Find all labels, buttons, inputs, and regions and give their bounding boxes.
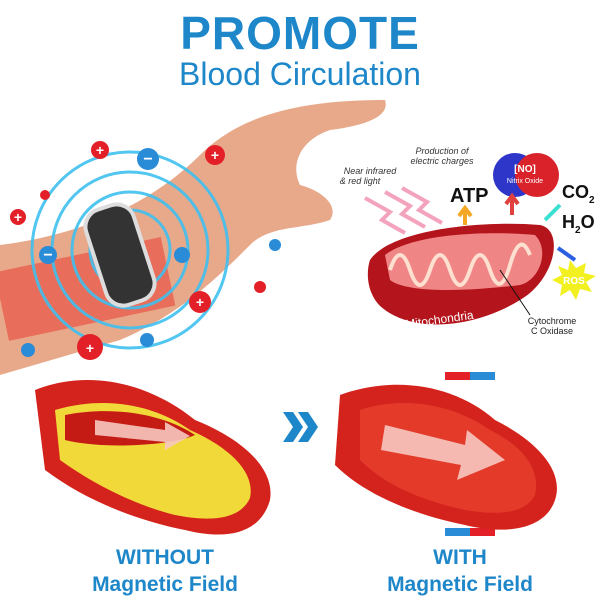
artery-without-field <box>35 380 271 535</box>
co2-label: CO <box>562 182 589 202</box>
svg-text:+: + <box>196 294 204 310</box>
light-label-2: & red light <box>340 176 381 186</box>
caption-without-line2: Magnetic Field <box>92 573 238 596</box>
cristae <box>388 242 532 287</box>
light-label: Near infrared <box>344 166 398 176</box>
mitochondria-inner <box>385 233 543 290</box>
flow-arrow-small <box>95 420 190 450</box>
caption-with-line2: Magnetic Field <box>387 573 533 596</box>
caption-without-line1: WITHOUT <box>116 546 214 569</box>
co2-arrow-icon <box>543 203 562 222</box>
svg-text:CO2: CO2 <box>562 182 595 206</box>
artery-comparison <box>35 372 557 536</box>
co2-sub: 2 <box>589 195 595 206</box>
subtitle-blood-circulation: Blood Circulation <box>179 56 421 92</box>
wrist-bracelet-illustration: +++++ −− <box>0 100 386 375</box>
ros-burst <box>552 260 596 300</box>
ros-label: ROS <box>563 276 585 287</box>
no-label: [NO] <box>514 164 536 175</box>
svg-text:+: + <box>96 142 104 158</box>
caption-with-line1: WITH <box>433 546 487 569</box>
chevron-arrows-icon <box>283 412 318 442</box>
svg-text:+: + <box>14 209 22 225</box>
no-arrow-icon <box>504 192 520 215</box>
no-molecule-red <box>515 153 559 197</box>
h2o-o: O <box>581 212 595 232</box>
atp-arrow-icon <box>457 204 473 225</box>
svg-text:−: − <box>43 247 52 264</box>
mitochondria-diagram: Production of electric charges Near infr… <box>340 146 596 336</box>
artery-with-field <box>335 372 557 536</box>
bracelet <box>83 202 157 308</box>
light-arrows <box>364 186 443 235</box>
h2o-sub: 2 <box>575 225 581 236</box>
h2o-label: H <box>562 212 575 232</box>
svg-text:+: + <box>211 147 219 163</box>
title-promote: PROMOTE <box>180 7 420 59</box>
svg-text:H2O: H2O <box>562 212 595 236</box>
plus-ion-icons: + + + + + <box>10 141 266 360</box>
production-label-2: electric charges <box>410 156 474 166</box>
caption-with: WITH Magnetic Field <box>355 544 565 598</box>
svg-text:+: + <box>86 340 94 356</box>
caption-without: WITHOUT Magnetic Field <box>60 544 270 598</box>
flow-arrow-large <box>381 425 505 480</box>
cytochrome-label-2: C Oxidase <box>531 326 573 336</box>
production-label: Production of <box>415 146 470 156</box>
cytochrome-label: Cytochrome <box>528 316 577 326</box>
ros-arrow-icon <box>556 246 577 262</box>
atp-label: ATP <box>450 185 489 207</box>
minus-ion-icons: −− <box>21 148 281 357</box>
nitrix-oxide-label: Nitrix Oxide <box>507 178 543 185</box>
svg-text:−: − <box>143 151 152 168</box>
